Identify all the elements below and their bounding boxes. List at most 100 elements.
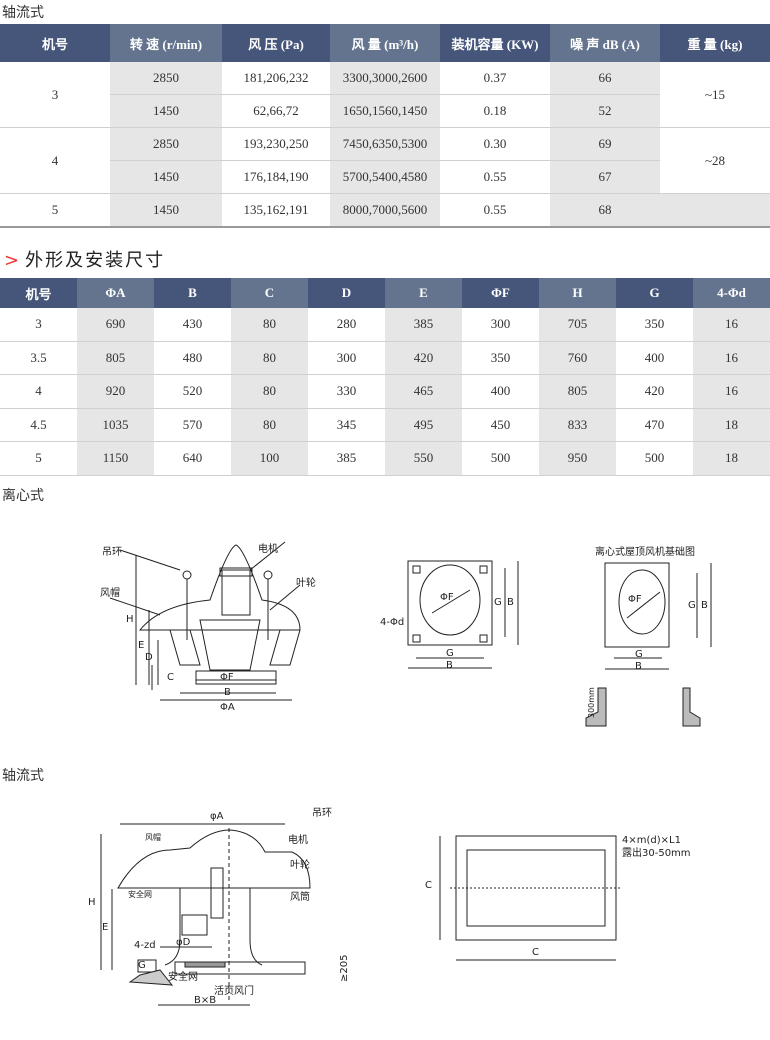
cell: 330 [308,374,385,409]
cell: 833 [539,408,616,442]
cell: 80 [231,341,308,375]
header-5: E [385,278,462,308]
cell: 2850 [110,62,222,95]
performance-table: 机号 转 速 (r/min) 风 压 (Pa) 风 量 (m³/h) 装机容量 … [0,24,770,228]
cell: 8000,7000,5600 [330,193,440,228]
cell: 7450,6350,5300 [330,127,440,161]
label-205: ≥205 [339,955,350,982]
cell: 4.5 [0,408,77,442]
label-B: B [224,687,231,698]
cell: 350 [462,341,539,375]
cell: 16 [693,308,770,342]
cell: 100 [231,441,308,476]
cell: 4 [0,374,77,409]
cell: 1650,1560,1450 [330,94,440,128]
cell: 550 [385,441,462,476]
cell: 3300,3000,2600 [330,62,440,95]
cell: 1450 [110,193,222,228]
label-B: B [507,597,514,608]
cell: 385 [385,308,462,342]
label-G: G [138,960,146,971]
cell: 5 [0,441,77,476]
cell: 760 [539,341,616,375]
cell: 0.30 [440,127,550,161]
cell: 18 [693,408,770,442]
header-noise: 噪 声 dB (A) [550,24,660,62]
label-cap: 风帽 [145,832,161,842]
header-4: D [308,278,385,308]
header-2: B [154,278,231,308]
cell: 500 [462,441,539,476]
label-net2: 安全网 [168,970,198,983]
centrifugal-fan-drawing: 吊环 电机 风帽 叶轮 H E D C ΦF B ΦA [100,541,316,713]
label-H: H [88,897,96,908]
label-A: ΦA [220,702,235,713]
cell: 16 [693,341,770,375]
label-impeller: 叶轮 [290,858,310,871]
label-C: C [167,672,174,683]
cell: 1150 [77,441,154,476]
cell: 400 [616,341,693,375]
label-H: H [126,614,134,625]
cell: 280 [308,308,385,342]
label-F: ΦF [220,672,234,683]
cell: 430 [154,308,231,342]
base-title: 离心式屋顶风机基础图 [595,545,695,558]
cell: 193,230,250 [222,127,330,161]
header-6: ΦF [462,278,539,308]
cell: 16 [693,374,770,409]
cell: 3.5 [0,341,77,375]
cell: 3 [0,308,77,342]
cell: 18 [693,441,770,476]
label-net: 安全网 [128,889,152,899]
cell: 470 [616,408,693,442]
label-zd: 4-zd [134,940,156,951]
cell: 1450 [110,94,222,128]
header-power: 装机容量 (KW) [440,24,550,62]
label-G2: G [446,648,454,659]
label-D: D [145,652,153,663]
cell: 67 [550,160,660,194]
cell: 52 [550,94,660,128]
weight-cell: ~15 [660,62,770,128]
label-duct: 风筒 [290,890,310,903]
arrow-icon: > [4,250,22,271]
mounting-plate-drawing: ΦF G B 4-Φd G B [380,560,519,671]
header-pressure: 风 压 (Pa) [222,24,330,62]
label-F: ΦF [628,594,642,605]
label-B: B [701,600,708,611]
cell: 705 [539,308,616,342]
model-cell: 4 [0,127,110,194]
label-300mm: 300mm [587,687,596,718]
cell: 465 [385,374,462,409]
label-hook: 吊环 [312,807,332,819]
header-weight: 重 量 (kg) [660,24,770,62]
section-title-text: 外形及安装尺寸 [25,250,166,271]
header-0: 机号 [0,278,77,308]
cell: 805 [77,341,154,375]
weight-cell [660,193,770,228]
cell: 640 [154,441,231,476]
cell: 66 [550,62,660,95]
cell: 1450 [110,160,222,194]
cell: 0.37 [440,62,550,95]
header-9: 4-Φd [693,278,770,308]
label-C2: C [532,947,539,958]
label-B2: B [446,660,453,671]
cell: 69 [550,127,660,161]
label-G: G [494,597,502,608]
weight-cell: ~28 [660,127,770,194]
header-7: H [539,278,616,308]
cell: 480 [154,341,231,375]
label-A: φA [210,811,224,822]
label-hole: 4-Φd [380,617,404,628]
